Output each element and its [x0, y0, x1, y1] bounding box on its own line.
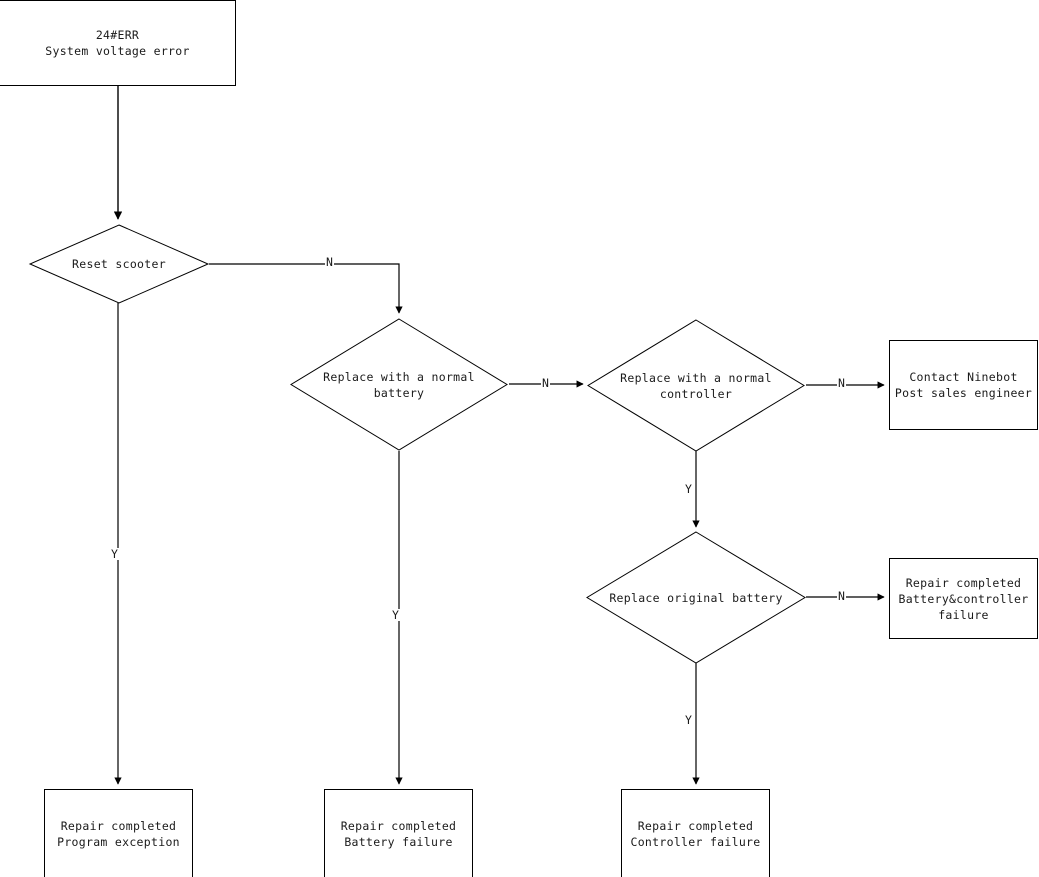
- node-battery-failure-label: Repair completed Battery failure: [340, 818, 457, 849]
- replace-original-battery-shape: [586, 531, 806, 664]
- node-battery-failure[interactable]: Repair completed Battery failure: [324, 789, 473, 877]
- node-reset-scooter[interactable]: Reset scooter: [28, 224, 210, 304]
- node-contact-ninebot[interactable]: Contact Ninebot Post sales engineer: [889, 340, 1038, 430]
- node-controller-failure-label: Repair completed Controller failure: [630, 818, 761, 849]
- node-contact-ninebot-label: Contact Ninebot Post sales engineer: [894, 370, 1033, 400]
- replace-normal-controller-shape: [587, 319, 805, 452]
- edge-label-reset-yes: Y: [110, 547, 120, 561]
- node-replace-normal-battery[interactable]: Replace with a normal battery: [290, 318, 508, 451]
- edge-label-orig-battery-yes: Y: [684, 713, 694, 727]
- node-replace-original-battery[interactable]: Replace original battery: [586, 531, 806, 664]
- node-program-exception[interactable]: Repair completed Program exception: [44, 789, 193, 877]
- edge-label-orig-battery-no: N: [837, 589, 847, 603]
- node-battery-controller-failure-label: Repair completed Battery&controller fail…: [898, 575, 1029, 622]
- edge-label-new-battery-no: N: [541, 376, 551, 390]
- edge-label-new-battery-yes: Y: [391, 608, 401, 622]
- reset-scooter-shape: [28, 224, 210, 304]
- edge-reset-no-to-new-battery: [209, 263, 403, 314]
- node-controller-failure[interactable]: Repair completed Controller failure: [621, 789, 770, 877]
- node-battery-controller-failure[interactable]: Repair completed Battery&controller fail…: [889, 558, 1038, 639]
- node-program-exception-label: Repair completed Program exception: [57, 818, 180, 849]
- node-system-voltage-error[interactable]: 24#ERR System voltage error: [0, 0, 236, 86]
- node-replace-normal-controller[interactable]: Replace with a normal controller: [587, 319, 805, 452]
- node-system-voltage-error-label: 24#ERR System voltage error: [45, 28, 190, 58]
- edge-label-reset-no: N: [325, 255, 335, 269]
- replace-normal-battery-shape: [290, 318, 508, 451]
- edge-label-new-controller-no: N: [837, 376, 847, 390]
- edge-label-new-controller-yes: Y: [684, 482, 694, 496]
